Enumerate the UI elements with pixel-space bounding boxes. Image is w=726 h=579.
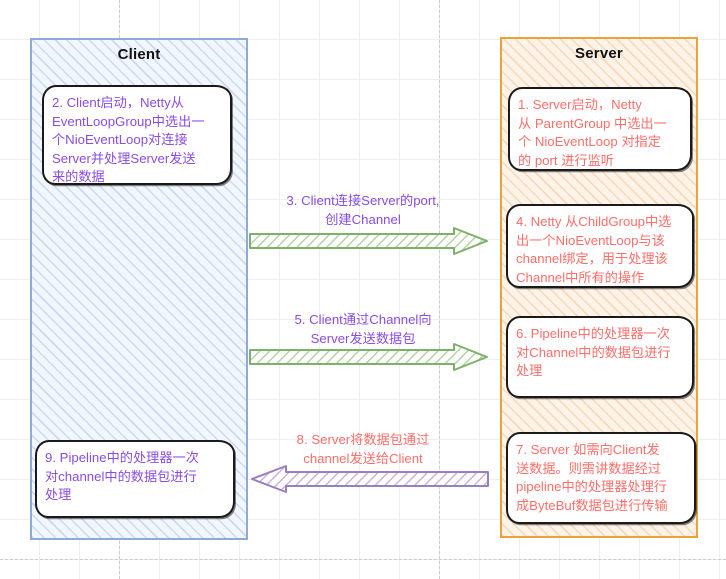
grid-guide-horizontal	[0, 559, 726, 560]
arrow-label-step-5: 5. Client通过Channel向 Server发送数据包	[294, 312, 432, 346]
arrow-label-step-8: 8. Server将数据包通过 channel发送给Client	[296, 432, 430, 466]
arrow-step-3[interactable]	[248, 226, 492, 256]
note-step-9[interactable]: 9. Pipeline中的处理器一次 对channel中的数据包进行 处理	[35, 440, 235, 518]
arrow-label-step-3: 3. Client连接Server的port, 创建Channel	[286, 193, 440, 227]
note-step-1[interactable]: 1. Server启动，Netty 从 ParentGroup 中选出一 个 N…	[508, 87, 692, 171]
note-step-2[interactable]: 2. Client启动，Netty从 EventLoopGroup中选出一 个N…	[42, 85, 232, 185]
note-step-7[interactable]: 7. Server 如需向Client发 送数据。则需讲数据经过 pipelin…	[506, 432, 696, 524]
arrow-step-8[interactable]	[248, 463, 492, 495]
arrow-step-5[interactable]	[248, 342, 492, 372]
swimlane-client-title: Client	[117, 46, 161, 63]
swimlane-server-title: Server	[575, 45, 623, 62]
note-step-6[interactable]: 6. Pipeline中的处理器一次 对Channel中的数据包进行 处理	[506, 316, 694, 398]
note-step-4[interactable]: 4. Netty 从ChildGroup中选 出一个NioEventLoop与该…	[506, 204, 694, 288]
